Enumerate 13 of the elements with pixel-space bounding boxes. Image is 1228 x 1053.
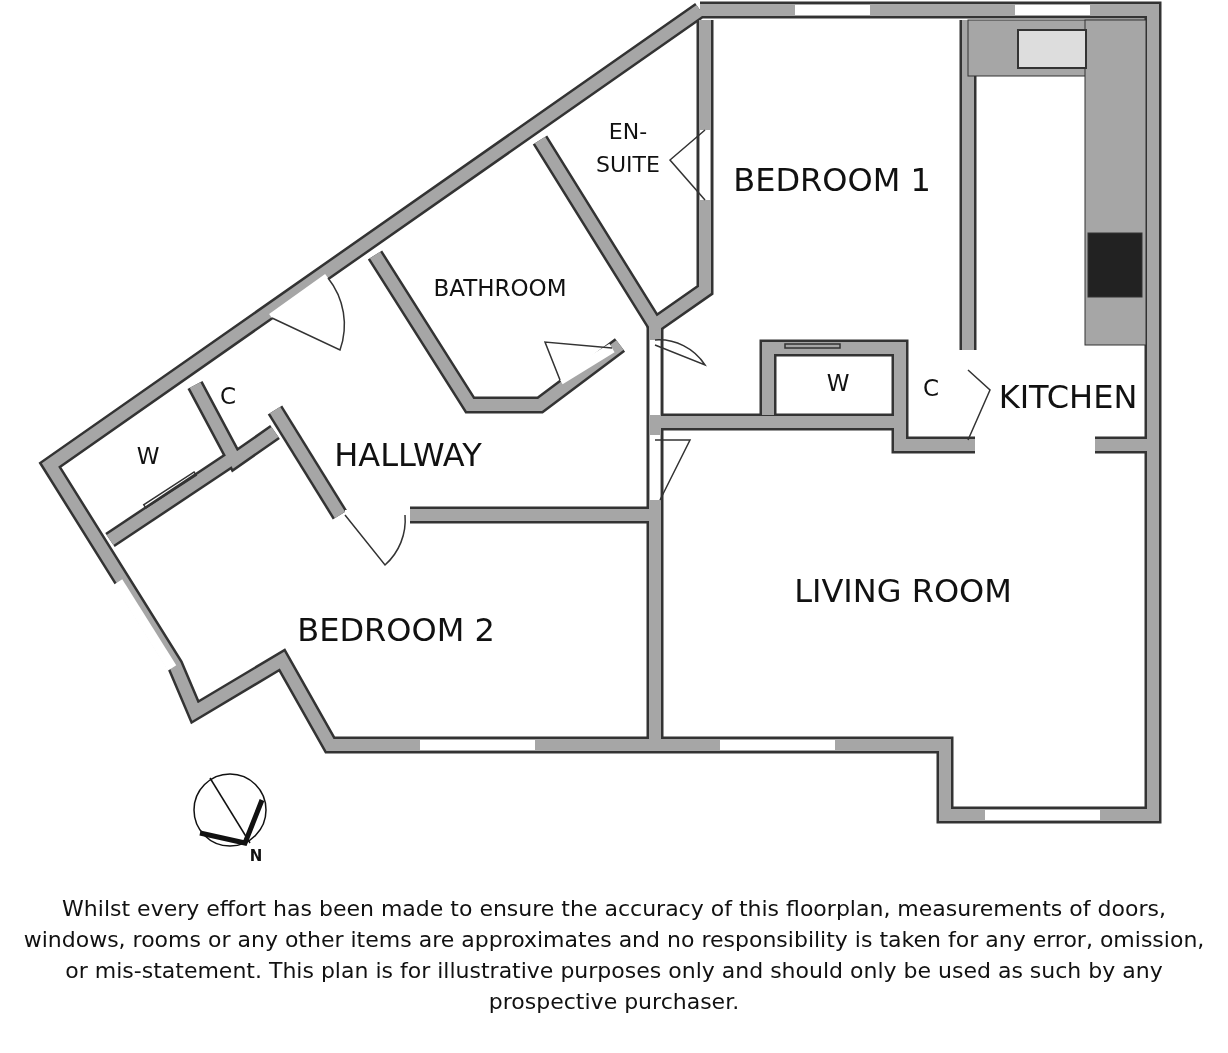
room-label: LIVING ROOM	[794, 572, 1012, 610]
compass-letter: N	[249, 847, 263, 865]
room-label: BEDROOM 2	[297, 611, 495, 649]
room-label: KITCHEN	[998, 378, 1138, 416]
room-label: BATHROOM	[433, 275, 567, 301]
room-label: EN- SUITE	[595, 118, 661, 179]
room-label: W	[136, 443, 160, 469]
room-label: W	[826, 370, 850, 396]
room-label: HALLWAY	[334, 436, 482, 474]
disclaimer-caption: Whilst every effort has been made to ensure the accuracy of this floorplan, measurements of doors, windows, rooms or any other items are approximates and no responsibility is taken for any error, omission, or mis-statement. This plan is for illustrative purposes only and should only be used as such by any prospective purchaser.	[22, 895, 1206, 1016]
room-label: C	[219, 383, 237, 409]
room-label: C	[922, 375, 940, 401]
room-label: BEDROOM 1	[733, 161, 931, 199]
